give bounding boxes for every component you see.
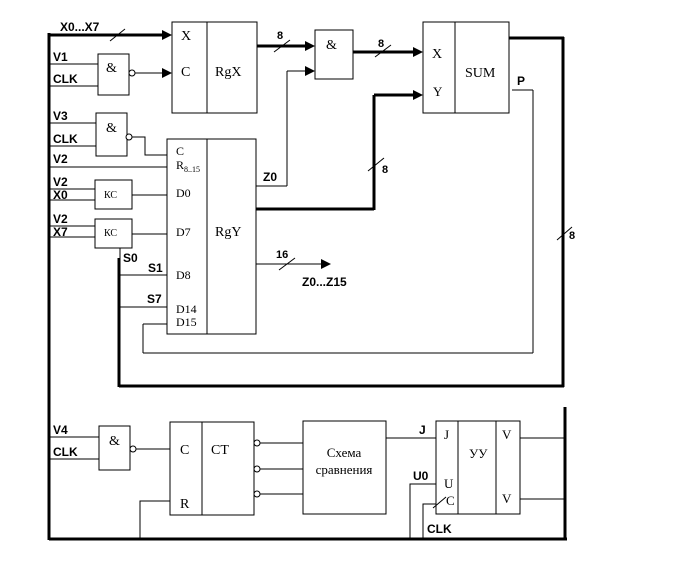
rgy-pin-d8: D8 xyxy=(176,268,191,282)
rgy-pin-r: R8..15 xyxy=(176,158,200,174)
sum-pin-y: Y xyxy=(433,84,443,99)
and-in-arrow-2 xyxy=(305,66,315,76)
v4-label: V4 xyxy=(53,423,68,437)
uu-pin-c: C xyxy=(446,493,455,508)
and-gate-4-symbol: & xyxy=(109,434,120,449)
rgx-pin-c: C xyxy=(181,65,190,80)
out16-width: 16 xyxy=(276,249,288,261)
feedback-width: 8 xyxy=(569,230,575,242)
and-out-slash xyxy=(374,44,392,58)
rgx-register xyxy=(171,21,258,114)
x7-label: X7 xyxy=(53,225,68,239)
uu-label: УУ xyxy=(469,446,488,461)
and-gate-2 xyxy=(314,29,354,80)
and-gate-1 xyxy=(97,53,130,96)
sum-label: SUM xyxy=(465,66,496,81)
rgx-label: RgX xyxy=(215,65,241,80)
carry-label: P xyxy=(517,74,525,88)
ct-label: CT xyxy=(211,443,229,458)
rgy-pin-r-main: R xyxy=(176,158,184,172)
and-gate-4 xyxy=(98,425,131,471)
sum-adder xyxy=(422,21,510,114)
and-gate-1-symbol: & xyxy=(106,61,117,76)
sum-y-arrow xyxy=(413,90,423,100)
rgy-label: RgY xyxy=(215,225,241,240)
ct-counter xyxy=(169,421,255,516)
x-bus-label: X0...X7 xyxy=(60,20,100,34)
and-gate-3 xyxy=(95,112,128,157)
clk2-label: CLK xyxy=(53,132,78,146)
ct-out-bubble-2 xyxy=(253,465,261,473)
rgy-pin-d7: D7 xyxy=(176,225,191,239)
uu-out-v1: V xyxy=(502,427,512,442)
clk1-label: CLK xyxy=(53,72,78,86)
uu-out-v2: V xyxy=(502,491,512,506)
comparator-label-2: сравнения xyxy=(316,462,373,477)
rgy-pin-c: C xyxy=(176,144,184,158)
clk-uu-label: CLK xyxy=(427,522,452,536)
v2b-label: V2 xyxy=(53,175,68,189)
rgy-pin-d0: D0 xyxy=(176,186,191,200)
gate3-out-wire xyxy=(132,136,167,156)
ct-out-bubble-3 xyxy=(253,490,261,498)
x-bus-arrow xyxy=(162,30,172,40)
kc-1-label: КС xyxy=(104,190,117,201)
sum-x-arrow xyxy=(413,47,423,57)
clk3-label: CLK xyxy=(53,445,78,459)
u0-label: U0 xyxy=(413,469,429,483)
ct-pin-c: C xyxy=(180,443,189,458)
x-bus-slash xyxy=(109,28,126,42)
rgx-pin-x: X xyxy=(181,29,191,44)
clk-uu-slash xyxy=(432,496,447,509)
v2c-label: V2 xyxy=(53,212,68,226)
rgy-pin-d14: D14 xyxy=(176,302,197,316)
ct-reset-wire xyxy=(139,500,170,539)
sum-pin-x: X xyxy=(432,47,442,62)
rgy-register xyxy=(166,138,257,335)
rgy-sum-slash xyxy=(367,157,385,172)
j-label: J xyxy=(419,423,426,437)
ct-out-bubble-1 xyxy=(253,439,261,447)
out16-label: Z0...Z15 xyxy=(302,275,347,289)
feedback-slash xyxy=(556,226,573,241)
s1-label: S1 xyxy=(148,261,163,275)
uu-pin-u: U xyxy=(444,476,454,491)
inverter-bubble-1 xyxy=(128,69,136,77)
kc-2-label: КС xyxy=(104,228,117,239)
rgy-pin-r-sub: 8..15 xyxy=(184,165,200,174)
uu-control-unit xyxy=(435,420,521,515)
out16-slash xyxy=(278,257,296,271)
and-in-arrow-1 xyxy=(305,41,315,51)
clk-uu-wire xyxy=(422,503,436,539)
comparator-label-1: Схема xyxy=(327,445,362,460)
out16-arrow xyxy=(321,259,331,269)
rgy-sum-width: 8 xyxy=(382,164,388,176)
v1-label: V1 xyxy=(53,50,68,64)
rgx-c-arrow xyxy=(162,68,172,78)
ct-pin-r: R xyxy=(180,497,190,512)
inverter-bubble-3 xyxy=(125,133,133,141)
v2a-label: V2 xyxy=(53,152,68,166)
rgy-pin-d15: D15 xyxy=(176,315,197,329)
rgx-out-width: 8 xyxy=(277,30,283,42)
and-out-width: 8 xyxy=(378,38,384,50)
kc-decoder-2 xyxy=(94,218,133,249)
rgx-out-slash xyxy=(273,39,291,53)
u0-wire xyxy=(409,483,436,539)
z0-label: Z0 xyxy=(263,170,277,184)
and-gate-3-symbol: & xyxy=(106,121,117,136)
s0-label: S0 xyxy=(123,251,138,265)
and-gate-2-symbol: & xyxy=(326,38,337,53)
x0-label: X0 xyxy=(53,188,68,202)
inverter-bubble-4 xyxy=(129,445,137,453)
uu-pin-j: J xyxy=(444,427,449,442)
s7-label: S7 xyxy=(147,292,162,306)
v3-label: V3 xyxy=(53,109,68,123)
comparator-block xyxy=(302,420,387,515)
